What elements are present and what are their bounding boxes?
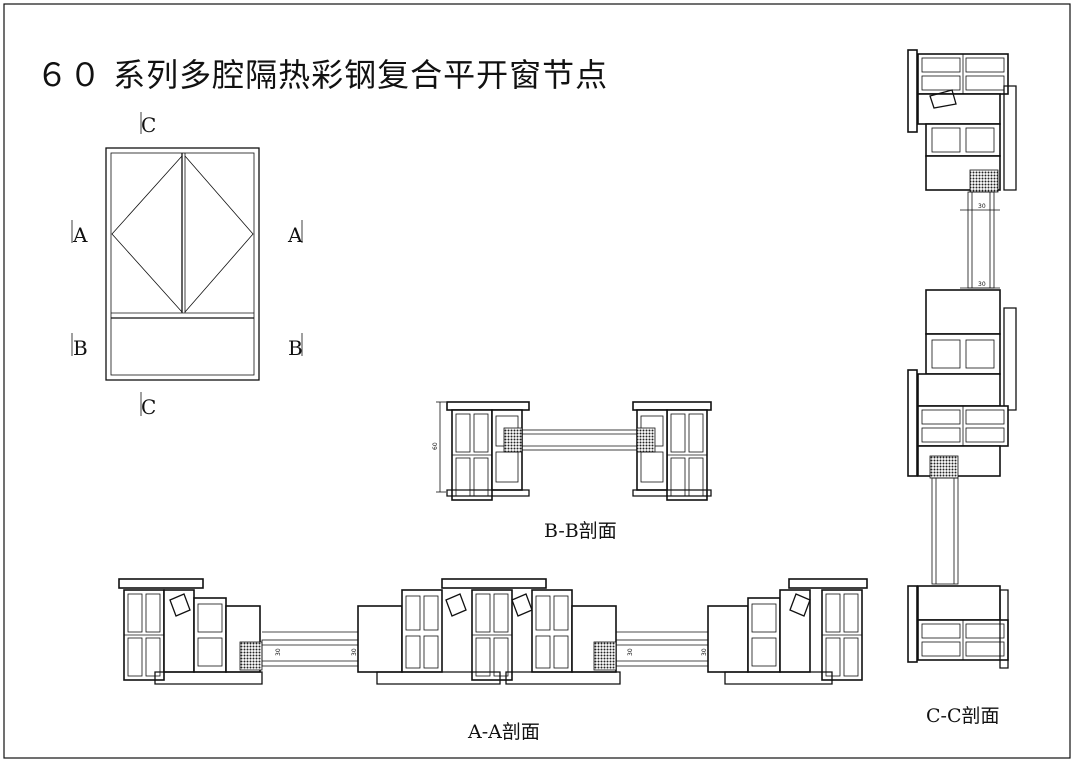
aa-dimension-center-left-30: 30 <box>351 648 358 656</box>
section-cc: 30 30 C-C剖面 <box>907 49 1017 727</box>
drawing-title: ６０ 系列多腔隔热彩钢复合平开窗节点 <box>36 56 608 94</box>
section-mark-b-left: B <box>73 336 88 360</box>
bb-caption: B-B剖面 <box>544 520 617 542</box>
aa-dimension-center-right-30: 30 <box>627 648 634 656</box>
cc-dimension-bottom-30: 30 <box>978 281 986 288</box>
section-mark-a-right: A <box>287 223 303 247</box>
section-aa: 30 30 30 30 <box>118 578 868 743</box>
bb-dimension-60: 60 <box>432 442 439 450</box>
aa-caption: A-A剖面 <box>467 721 540 743</box>
window-elevation: C A A B B C <box>71 112 303 419</box>
section-mark-b-right: B <box>288 336 303 360</box>
section-bb: 60 B-B剖面 <box>432 401 712 542</box>
aa-dimension-left-30: 30 <box>275 648 282 656</box>
aa-dimension-right-30: 30 <box>701 648 708 656</box>
cc-dimension-top-30: 30 <box>978 203 986 210</box>
section-mark-a-left: A <box>72 223 88 247</box>
sheet-border <box>3 3 1071 759</box>
cc-caption: C-C剖面 <box>926 705 1000 727</box>
section-mark-c-top: C <box>141 113 156 137</box>
section-mark-c-bottom: C <box>141 395 156 419</box>
